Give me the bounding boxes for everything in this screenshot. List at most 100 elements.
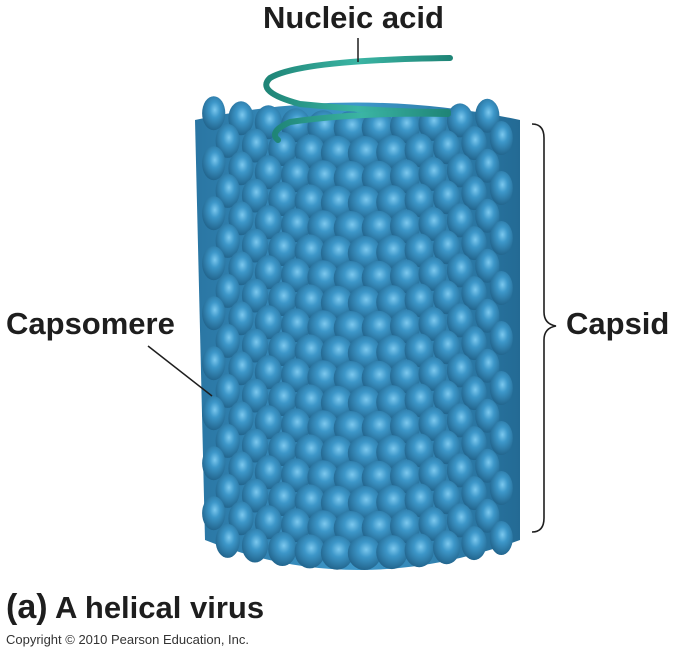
capsomere-bead xyxy=(294,184,325,219)
capsomere-bead xyxy=(215,423,240,458)
capsomere-bead xyxy=(241,328,269,363)
capsid-body xyxy=(195,96,520,570)
capsomere-bead xyxy=(333,311,368,345)
capsomere-label: Capsomere xyxy=(6,306,175,341)
capsomere-bead xyxy=(320,235,354,270)
capsomere-bead xyxy=(390,459,421,494)
capsomere-bead xyxy=(475,398,500,433)
capsomere-bead xyxy=(475,298,500,333)
capsomere-bead xyxy=(202,496,226,531)
capsomere-bead xyxy=(241,528,269,563)
capsomere-bead xyxy=(361,460,395,495)
capsomere-bead xyxy=(475,198,500,233)
capsomere-bead xyxy=(241,228,269,263)
capsomere-bead xyxy=(202,446,226,481)
capsomere-bead xyxy=(294,234,325,269)
capsomere-bead xyxy=(202,246,226,281)
capsomere-bead xyxy=(461,426,487,461)
capsomere-bead xyxy=(475,248,500,283)
capsomere-bead xyxy=(489,221,513,255)
capsomere-bead xyxy=(294,284,325,319)
capsomere-bead xyxy=(202,96,226,131)
capsomere-bead xyxy=(446,503,474,538)
capsomere-bead xyxy=(333,511,368,545)
capsomere-bead xyxy=(390,509,421,544)
capsomere-bead xyxy=(446,153,474,188)
capsomere-bead xyxy=(294,484,325,519)
capsomere-bead xyxy=(254,405,282,440)
capsomere-bead xyxy=(320,535,354,570)
capsomere-bead xyxy=(361,360,395,395)
capsomere-bead xyxy=(254,355,282,390)
capsomere-bead xyxy=(418,156,447,191)
capsomere-bead xyxy=(215,173,240,208)
capsomere-bead xyxy=(376,535,408,570)
capsomere-bead xyxy=(461,176,487,211)
caption-text: A helical virus xyxy=(55,590,265,625)
capsomere-bead xyxy=(418,456,447,491)
capsomere-bead xyxy=(254,255,282,290)
capsomere-bead xyxy=(333,361,368,395)
capsomere-bead xyxy=(215,373,240,408)
capsomere-bead xyxy=(418,256,447,291)
capsomere-leader-line xyxy=(147,345,213,397)
capsomere-bead xyxy=(461,126,487,161)
capsomere-bead xyxy=(418,306,447,341)
capsomere-bead xyxy=(433,330,461,365)
capsomere-bead xyxy=(361,260,395,295)
capsomere-bead xyxy=(228,151,254,186)
capsomere-bead xyxy=(489,471,513,505)
capsomere-bead xyxy=(433,380,461,415)
capsomere-bead xyxy=(418,506,447,541)
capsomere-bead xyxy=(202,146,226,181)
capsomere-bead xyxy=(228,451,254,486)
capsomere-bead xyxy=(461,476,487,511)
capsomere-bead xyxy=(320,385,354,420)
capsomere-bead xyxy=(347,486,382,520)
capsomere-bead xyxy=(347,386,382,420)
capsomere-bead xyxy=(489,421,513,455)
capsomere-bead xyxy=(361,410,395,445)
capsomere-bead xyxy=(294,384,325,419)
capsomere-bead xyxy=(361,160,395,195)
capsomere-bead xyxy=(241,178,269,213)
capsomere-bead xyxy=(241,378,269,413)
capsomere-bead xyxy=(461,226,487,261)
figure-caption: (a) A helical virus xyxy=(6,588,264,627)
capsomere-bead xyxy=(347,136,382,170)
capsomere-bead xyxy=(254,505,282,540)
capsomere-bead xyxy=(241,478,269,513)
capsomere-bead xyxy=(361,310,395,345)
capsomere-bead xyxy=(202,396,226,431)
capsomere-bead xyxy=(320,485,354,520)
capsomere-bead xyxy=(446,403,474,438)
capsomere-bead xyxy=(347,286,382,320)
copyright-notice: Copyright © 2010 Pearson Education, Inc. xyxy=(6,632,250,647)
capsomere-bead xyxy=(461,326,487,361)
capsomere-bead xyxy=(347,536,382,570)
capsomere-bead xyxy=(475,498,500,533)
capsomere-bead xyxy=(202,346,226,381)
capsomere-bead xyxy=(489,121,513,155)
capsid-label: Capsid xyxy=(566,306,670,341)
capsomere-bead xyxy=(433,130,461,165)
capsomere-bead xyxy=(361,110,395,145)
capsomere-bead xyxy=(333,111,368,145)
capsomere-bead xyxy=(268,532,297,566)
capsomere-bead xyxy=(215,473,240,508)
capsomere-bead xyxy=(446,203,474,238)
capsomere-bead xyxy=(268,482,297,516)
capsomere-bead xyxy=(320,185,354,220)
capsomere-bead xyxy=(215,223,240,258)
capsomere-bead xyxy=(446,303,474,338)
capsomere-bead xyxy=(347,436,382,470)
capsomere-bead xyxy=(228,101,254,136)
capsomere-bead xyxy=(489,371,513,405)
nucleic-acid-helix xyxy=(263,55,453,143)
capsomere-bead xyxy=(390,309,421,344)
capsomere-bead xyxy=(489,321,513,355)
capsomere-bead xyxy=(268,382,297,416)
capsomere-bead xyxy=(418,356,447,391)
capsomere-bead xyxy=(475,148,500,183)
capsomere-bead xyxy=(333,461,368,495)
